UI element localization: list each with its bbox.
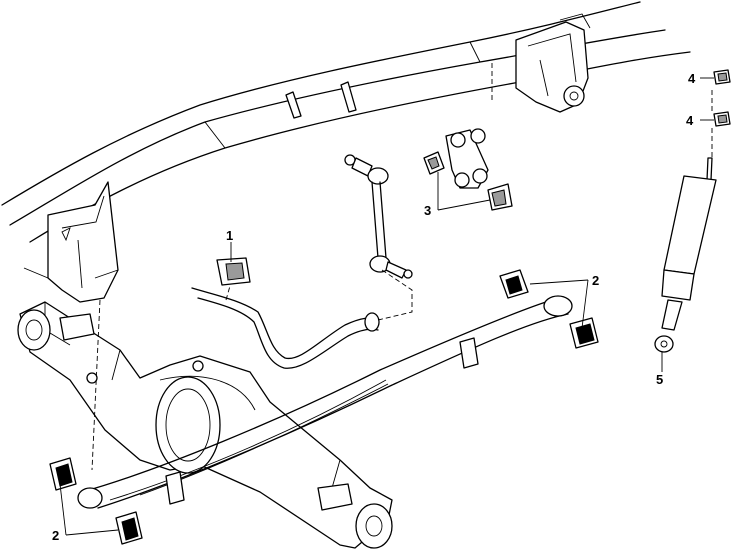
front-spring-hanger-bracket [23,181,119,303]
shock-bushing-lower [713,111,731,127]
callout-4-shock-bushing-upper: 4 [688,71,696,86]
shock-absorber [654,157,717,353]
leaf-spring-bushing-upper-b [569,317,599,349]
callout-2-leaf-spring-bushing-lower: 2 [52,528,59,543]
assembly-dashed-lines [91,60,713,471]
leaf-spring-bushings [49,269,599,545]
stabilizer-bar [191,287,380,369]
leaf-spring [77,295,573,509]
shock-bushing-upper [713,69,731,85]
callout-4-shock-bushing-lower: 4 [686,113,694,128]
callout-2-leaf-spring-bushing-upper: 2 [592,273,599,288]
leaf-spring-bushing-lower-a [49,457,77,491]
callout-leaders [59,77,714,536]
leaf-spring-bushing-lower-b [115,511,143,545]
callout-1-stabilizer-bushing: 1 [226,228,233,243]
callout-5-shock-absorber: 5 [656,372,663,387]
rear-axle-housing [17,301,393,549]
callout-3-shackle-bushing: 3 [424,203,431,218]
rear-spring-hanger-bracket [515,13,591,113]
stabilizer-link [344,154,413,279]
stabilizer-bushing [216,257,251,286]
leaf-spring-bushing-upper-a [499,269,529,299]
spring-shackle [423,128,513,211]
